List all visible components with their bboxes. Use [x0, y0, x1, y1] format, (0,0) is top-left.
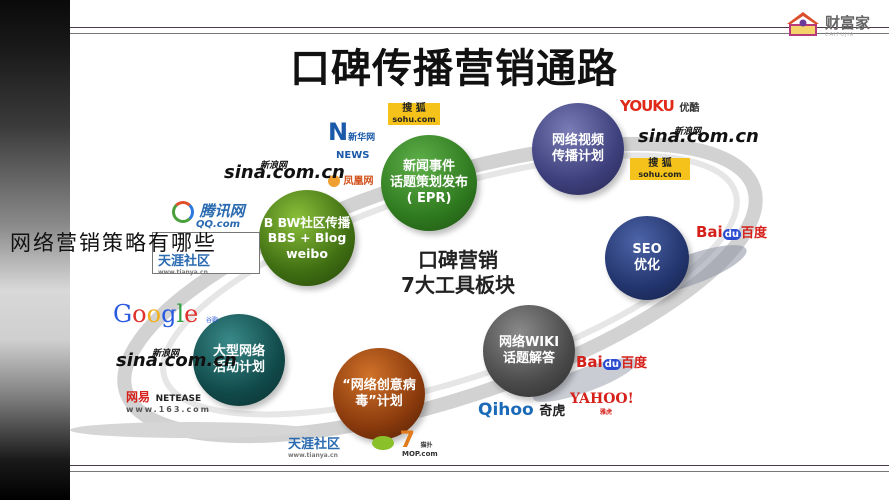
brand-mop: 7 猫扑 MOP.com [372, 428, 438, 458]
brand-sina-3: sina.com.cn 新浪网 [116, 349, 237, 371]
brand-sina-2: sina.com.cn 新浪网 [638, 126, 759, 147]
node-video: 网络视频 传播计划 [532, 103, 624, 195]
node-epr: 新闻事件 话题策划发布 ( EPR) [381, 135, 477, 231]
brand-qq: 腾讯网 QQ.com [172, 200, 245, 230]
brand-logo: 财富家 CAIFUJIA [785, 6, 885, 46]
brand-name: 财富家 [825, 14, 871, 32]
bottom-rule-2 [70, 471, 889, 472]
top-rule [70, 27, 889, 28]
node-seo: SEO 优化 [605, 216, 689, 300]
node-bbs: B BW社区传播 BBS + Blog weibo [259, 190, 355, 286]
brand-xinhua: N新华网 NEWS [328, 118, 376, 161]
left-gradient-bar [0, 0, 70, 500]
brand-fenghuang: 凤凰网 [328, 172, 373, 187]
tianya-box [152, 232, 260, 274]
bottom-rule [70, 465, 889, 466]
node-event: 大型网络 活动计划 [193, 314, 285, 406]
brand-yahoo: YAHOO! 雅虎 [570, 391, 634, 416]
node-wiki: 网络WIKI 话题解答 [483, 305, 575, 397]
center-label: 口碑营销 7大工具板块 [401, 248, 515, 297]
house-logo-icon [787, 12, 819, 36]
overlay-caption: 网络营销策略有哪些 [10, 231, 217, 255]
brand-netease: 网易 NETEASE www.163.com [126, 390, 212, 414]
brand-sina-1: sina.com.cn 新浪网 [224, 161, 345, 183]
brand-youku: YOUKU 优酷 [620, 97, 700, 115]
brand-qihoo: Qihoo 奇虎 [478, 400, 566, 420]
top-rule-2 [70, 33, 889, 34]
slide-title: 口碑传播营销通路 [290, 46, 618, 92]
node-viral: “网络创意病 毒”计划 [333, 348, 425, 440]
brand-sub: CAIFUJIA [825, 32, 855, 38]
brand-google: Google 谷歌 [113, 300, 218, 328]
